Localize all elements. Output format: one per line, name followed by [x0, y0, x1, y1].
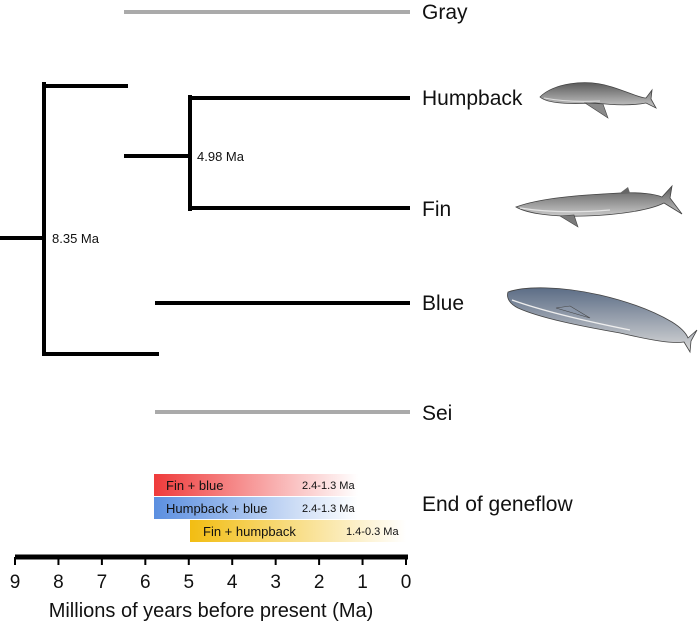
- species-label-fin: Fin: [422, 198, 451, 221]
- axis-tick-label: 2: [314, 572, 325, 593]
- axis-tick-label: 6: [140, 572, 151, 593]
- hf-label-bg: [195, 147, 257, 165]
- time-axis: 9 8 7 6 5 4 3 2 1 0 Millions of years before pres…: [10, 554, 412, 622]
- geneflow-label-humpback-blue: Humpback + blue: [166, 501, 268, 516]
- geneflow-title: End of geneflow: [422, 493, 573, 516]
- root-node-label: 8.35 Ma: [52, 231, 100, 246]
- species-label-blue: Blue: [422, 292, 464, 315]
- geneflow-range-fin-blue: 2.4-1.3 Ma: [302, 480, 355, 492]
- axis-tick-label: 4: [227, 572, 238, 593]
- axis-tick-label: 5: [183, 572, 194, 593]
- geneflow-range-fin-humpback: 1.4-0.3 Ma: [346, 526, 399, 538]
- species-label-humpback: Humpback: [422, 87, 523, 110]
- geneflow-bar-fin-blue: [154, 474, 358, 496]
- axis-tick-label: 7: [97, 572, 108, 593]
- axis-tick-label: 9: [10, 572, 21, 593]
- geneflow-bar-fin-humpback: [190, 520, 406, 542]
- axis-tick-label: 1: [357, 572, 368, 593]
- axis-title: Millions of years before present (Ma): [49, 600, 374, 622]
- humpback-whale-illustration: [539, 82, 657, 119]
- tree-branches: [0, 10, 410, 415]
- geneflow-bar-humpback-blue: [154, 497, 358, 519]
- geneflow-bars: Fin + blue 2.4-1.3 Ma Humpback + blue 2.…: [154, 474, 406, 542]
- geneflow-label-fin-blue: Fin + blue: [166, 478, 223, 493]
- axis-tick-label: 0: [401, 572, 412, 593]
- axis-tick-label: 8: [53, 572, 64, 593]
- fin-whale-illustration: [515, 184, 683, 228]
- geneflow-range-humpback-blue: 2.4-1.3 Ma: [302, 503, 355, 515]
- axis-tick-labels: 9 8 7 6 5 4 3 2 1 0: [10, 572, 412, 593]
- species-label-gray: Gray: [422, 1, 468, 24]
- blue-whale-illustration: [507, 287, 698, 354]
- geneflow-label-fin-humpback: Fin + humpback: [203, 524, 296, 539]
- root-label-bg: [50, 229, 112, 247]
- humpback-fin-node-label: 4.98 Ma: [197, 149, 245, 164]
- axis-ticks: [14, 557, 407, 565]
- species-label-sei: Sei: [422, 402, 452, 425]
- axis-tick-label: 3: [270, 572, 281, 593]
